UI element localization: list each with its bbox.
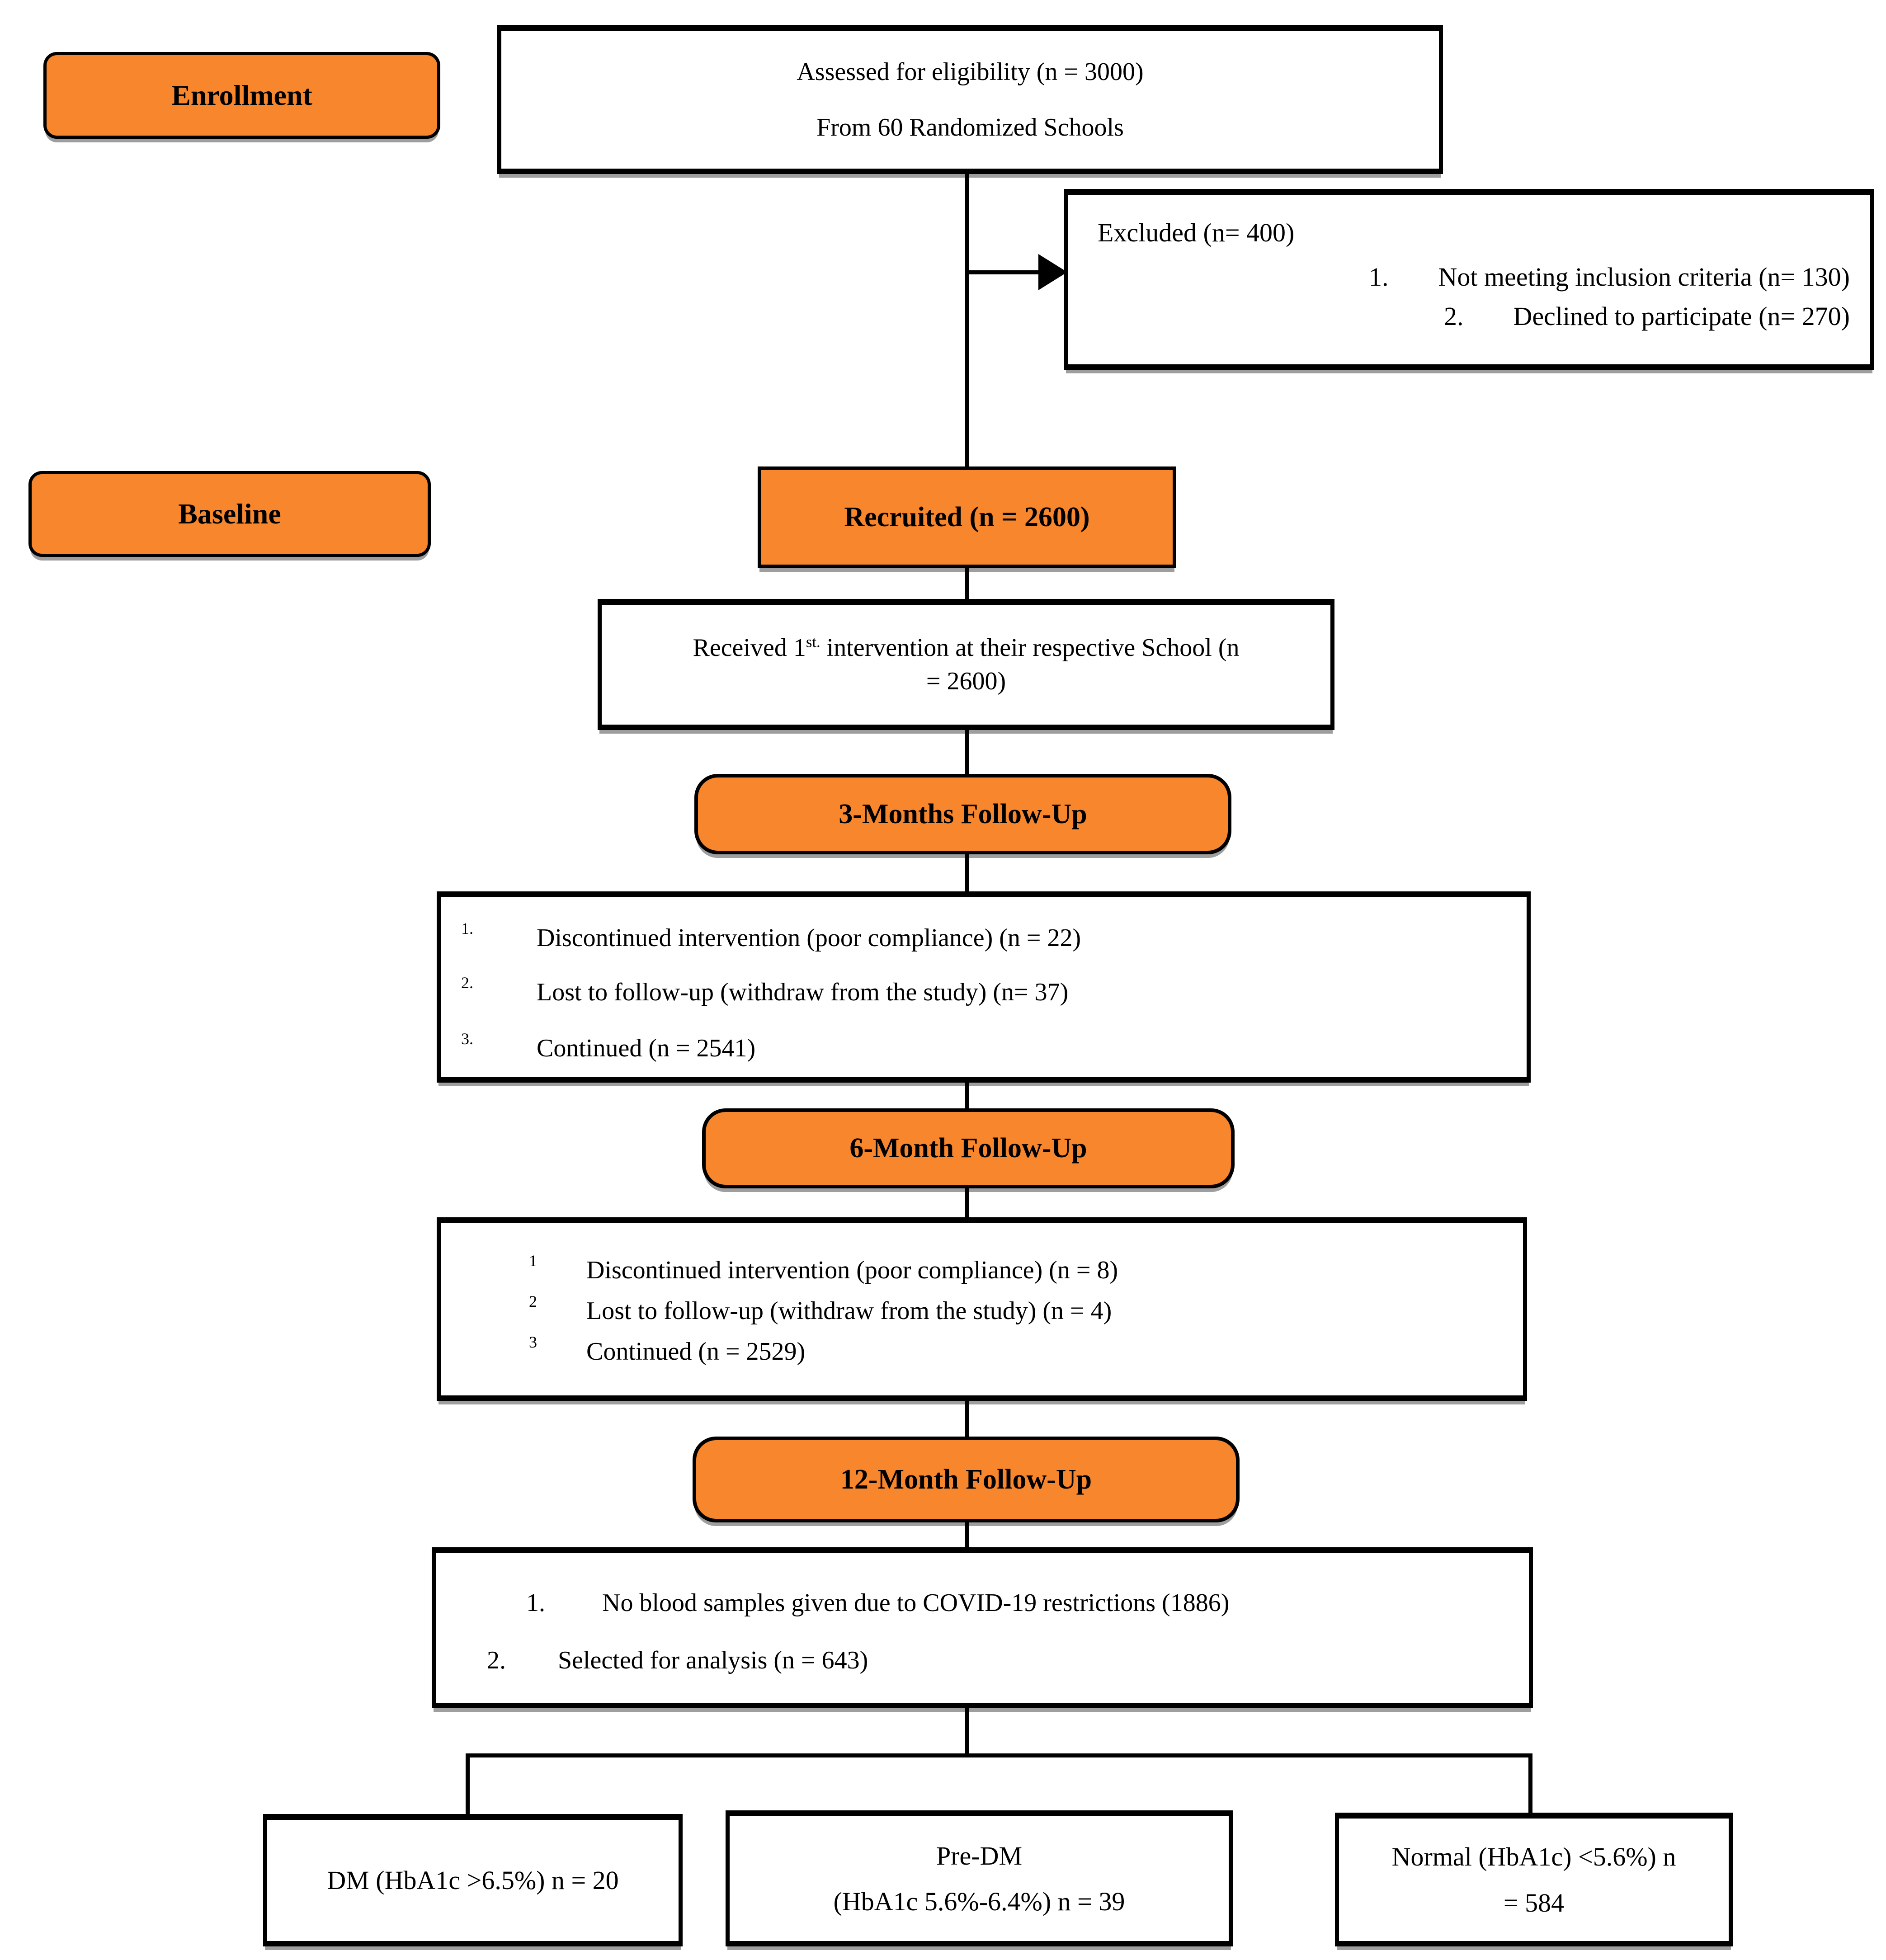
list-marker: 2.: [487, 1646, 506, 1674]
list-marker: 1.: [461, 919, 473, 938]
list-item: Selected for analysis (n = 643): [558, 1646, 868, 1674]
received-superscript: st.: [806, 632, 820, 650]
excluded-item-text: Declined to participate (n= 270): [1513, 302, 1850, 331]
arrow-right-head-icon: [1038, 254, 1067, 290]
excluded-item: 2. Declined to participate (n= 270): [1444, 301, 1850, 331]
list-marker: 2: [529, 1292, 537, 1310]
recruited-label: Recruited (n = 2600): [844, 502, 1090, 532]
list-marker: 1.: [526, 1589, 545, 1617]
6-month-results-box: 1 Discontinued intervention (poor compli…: [437, 1217, 1527, 1401]
branch-horizontal-connector: [466, 1753, 1532, 1757]
connector-recruited-to-received: [965, 568, 969, 600]
connector-3month-badge-to-box: [965, 854, 969, 891]
connector-12month-to-branch: [965, 1708, 969, 1755]
received-line1: Received 1st. intervention at their resp…: [693, 632, 1240, 662]
received-intervention-box: Received 1st. intervention at their resp…: [598, 599, 1334, 730]
assessed-for-eligibility-box: Assessed for eligibility (n = 3000) From…: [497, 25, 1443, 174]
outcome-dm-box: DM (HbA1c >6.5%) n = 20: [263, 1814, 683, 1946]
connector-3month-to-6month: [965, 1083, 969, 1109]
recruited-box: Recruited (n = 2600): [758, 466, 1176, 568]
excluded-item-marker: 1.: [1368, 262, 1389, 292]
stage-badge-baseline: Baseline: [28, 471, 431, 557]
outcome-predm-line1: Pre-DM: [936, 1841, 1023, 1870]
branch-drop-right: [1528, 1753, 1532, 1814]
assessed-line2: From 60 Randomized Schools: [816, 113, 1124, 141]
connector-6month-badge-to-box: [965, 1188, 969, 1217]
connector-assessed-to-recruited: [965, 174, 969, 468]
outcome-pre-dm-box: Pre-DM (HbA1c 5.6%-6.4%) n = 39: [726, 1810, 1233, 1946]
excluded-box: Excluded (n= 400) 1. Not meeting inclusio…: [1064, 189, 1874, 370]
list-item: No blood samples given due to COVID-19 r…: [602, 1589, 1230, 1617]
stage-label-baseline: Baseline: [178, 498, 281, 530]
branch-drop-left: [466, 1753, 470, 1815]
list-item: Discontinued intervention (poor complian…: [586, 1256, 1118, 1284]
connector-6month-to-12month: [965, 1401, 969, 1437]
excluded-item: 1. Not meeting inclusion criteria (n= 130…: [1369, 262, 1850, 292]
stage-label-enrollment: Enrollment: [171, 79, 312, 111]
badge-3-months-follow-up: 3-Months Follow-Up: [694, 774, 1231, 854]
list-item: Lost to follow-up (withdraw from the stu…: [586, 1297, 1112, 1325]
list-marker: 2.: [461, 974, 473, 992]
excluded-item-text: Not meeting inclusion criteria (n= 130): [1438, 262, 1850, 292]
badge-6-month-follow-up: 6-Month Follow-Up: [702, 1108, 1235, 1188]
outcome-predm-line2: (HbA1c 5.6%-6.4%) n = 39: [833, 1887, 1125, 1916]
badge-3-months-label: 3-Months Follow-Up: [839, 798, 1087, 829]
excluded-item-marker: 2.: [1443, 302, 1464, 331]
list-marker: 3.: [461, 1030, 473, 1048]
list-item: Continued (n = 2529): [586, 1338, 806, 1366]
badge-6-month-label: 6-Month Follow-Up: [849, 1133, 1087, 1164]
received-line2: = 2600): [926, 667, 1006, 695]
list-marker: 1: [529, 1252, 537, 1270]
assessed-line1: Assessed for eligibility (n = 3000): [797, 58, 1144, 86]
outcome-normal-line2: = 584: [1503, 1888, 1565, 1918]
list-item: Continued (n = 2541): [537, 1034, 756, 1062]
connector-received-to-3month: [965, 730, 969, 774]
3-month-results-box: 1. Discontinued intervention (poor compl…: [437, 891, 1531, 1083]
list-item: Discontinued intervention (poor complian…: [537, 924, 1081, 952]
list-marker: 3: [529, 1333, 537, 1351]
outcome-dm-label: DM (HbA1c >6.5%) n = 20: [327, 1866, 619, 1895]
outcome-normal-line1: Normal (HbA1c) <5.6%) n: [1391, 1842, 1676, 1871]
connector-to-excluded: [967, 270, 1044, 274]
12-month-results-box: 1. No blood samples given due to COVID-1…: [432, 1547, 1533, 1708]
stage-badge-enrollment: Enrollment: [43, 52, 440, 139]
badge-12-month-label: 12-Month Follow-Up: [840, 1464, 1092, 1495]
list-item: Lost to follow-up (withdraw from the stu…: [537, 978, 1069, 1006]
excluded-title: Excluded (n= 400): [1098, 218, 1295, 247]
outcome-normal-box: Normal (HbA1c) <5.6%) n = 584: [1335, 1813, 1733, 1946]
badge-12-month-follow-up: 12-Month Follow-Up: [693, 1437, 1240, 1522]
connector-12month-badge-to-box: [965, 1522, 969, 1547]
